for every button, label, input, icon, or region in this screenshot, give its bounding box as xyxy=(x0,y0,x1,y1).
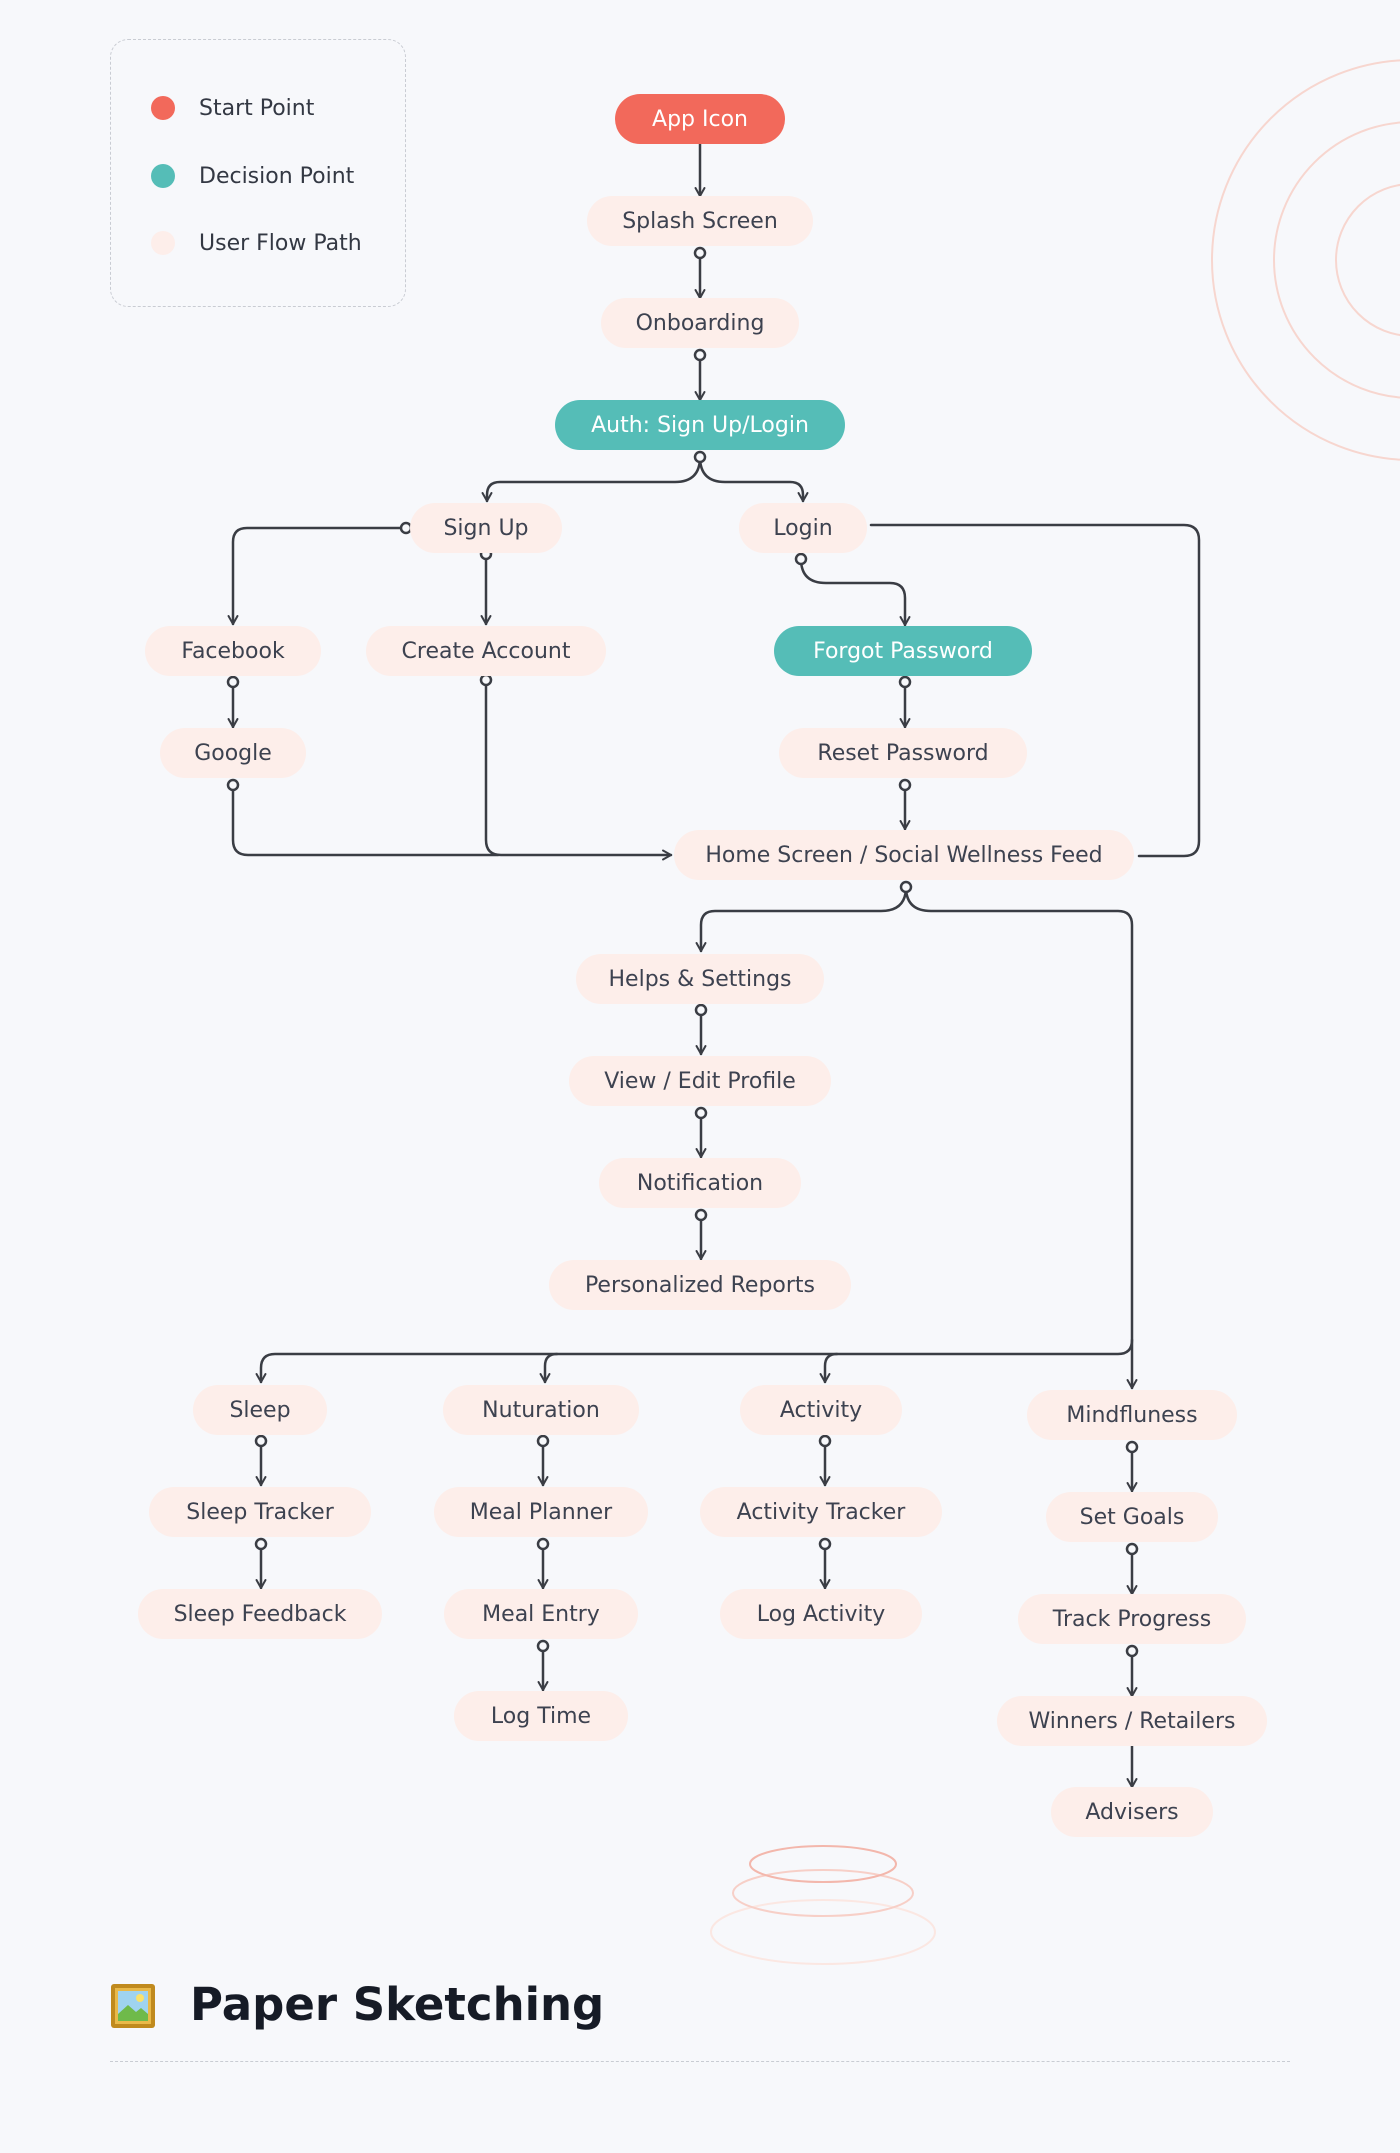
node-advisers[interactable]: Advisers xyxy=(1051,1787,1213,1837)
connector-signup-facebook xyxy=(227,526,408,626)
node-splash-screen[interactable]: Splash Screen xyxy=(587,196,813,246)
connector-home-helps xyxy=(695,885,908,953)
node-mindfluness[interactable]: Mindfluness xyxy=(1027,1390,1237,1440)
connector-home-mindfulness xyxy=(904,885,1138,1390)
node-home-screen[interactable]: Home Screen / Social Wellness Feed xyxy=(674,830,1134,880)
node-set-goals[interactable]: Set Goals xyxy=(1046,1492,1218,1542)
node-activity[interactable]: Activity xyxy=(740,1385,902,1435)
node-helps-settings[interactable]: Helps & Settings xyxy=(576,954,824,1004)
legend-item-start-point: Start Point xyxy=(151,93,314,123)
node-login[interactable]: Login xyxy=(739,503,867,553)
node-track-progress[interactable]: Track Progress xyxy=(1018,1594,1246,1644)
node-view-edit-profile[interactable]: View / Edit Profile xyxy=(569,1056,831,1106)
node-facebook[interactable]: Facebook xyxy=(145,626,321,676)
connector-auth-login xyxy=(698,455,809,503)
node-activity-tracker[interactable]: Activity Tracker xyxy=(700,1487,942,1537)
connector-rail-sleep xyxy=(255,1338,1134,1384)
node-auth-signup-login[interactable]: Auth: Sign Up/Login xyxy=(555,400,845,450)
connector-google-home xyxy=(231,783,500,857)
node-google[interactable]: Google xyxy=(160,728,306,778)
legend-item-decision-point: Decision Point xyxy=(151,161,354,191)
node-sleep-feedback[interactable]: Sleep Feedback xyxy=(138,1589,382,1639)
legend-item-user-flow-path: User Flow Path xyxy=(151,228,362,258)
legend-dot-start xyxy=(151,96,175,120)
decor-ring-outer xyxy=(1211,59,1400,461)
node-reset-password[interactable]: Reset Password xyxy=(779,728,1027,778)
node-create-account[interactable]: Create Account xyxy=(366,626,606,676)
connector-rail-activity xyxy=(819,1352,839,1384)
connector-auth-signup xyxy=(481,455,702,503)
connector-create-home xyxy=(484,678,673,861)
legend-dot-flow xyxy=(151,231,175,255)
node-log-time[interactable]: Log Time xyxy=(454,1691,628,1741)
node-onboarding[interactable]: Onboarding xyxy=(601,298,799,348)
node-sleep[interactable]: Sleep xyxy=(193,1385,327,1435)
legend-label: User Flow Path xyxy=(199,230,362,256)
framed-picture-icon xyxy=(111,1984,155,2028)
decor-ring-inner xyxy=(1335,183,1400,337)
node-sleep-tracker[interactable]: Sleep Tracker xyxy=(149,1487,371,1537)
node-sign-up[interactable]: Sign Up xyxy=(410,503,562,553)
legend-label: Decision Point xyxy=(199,163,355,189)
connector-login-forgot xyxy=(799,557,911,627)
node-app-icon[interactable]: App Icon xyxy=(615,94,785,144)
connector-login-home xyxy=(869,523,1201,858)
connector-rail-nuturation xyxy=(539,1352,559,1384)
legend: Start Point Decision Point User Flow Pat… xyxy=(110,39,406,307)
legend-dot-decision xyxy=(151,164,175,188)
node-meal-entry[interactable]: Meal Entry xyxy=(444,1589,638,1639)
node-log-activity[interactable]: Log Activity xyxy=(720,1589,922,1639)
legend-label: Start Point xyxy=(199,95,315,121)
node-nuturation[interactable]: Nuturation xyxy=(443,1385,639,1435)
node-forgot-password[interactable]: Forgot Password xyxy=(774,626,1032,676)
node-personalized-reports[interactable]: Personalized Reports xyxy=(549,1260,851,1310)
node-meal-planner[interactable]: Meal Planner xyxy=(434,1487,648,1537)
decor-ring-middle xyxy=(1273,121,1400,399)
node-notification[interactable]: Notification xyxy=(599,1158,801,1208)
page-title: Paper Sketching xyxy=(190,1978,605,2031)
node-winners-retailers[interactable]: Winners / Retailers xyxy=(997,1696,1267,1746)
decor-stacked-stones xyxy=(710,1845,936,1965)
footer-divider xyxy=(110,2061,1290,2062)
